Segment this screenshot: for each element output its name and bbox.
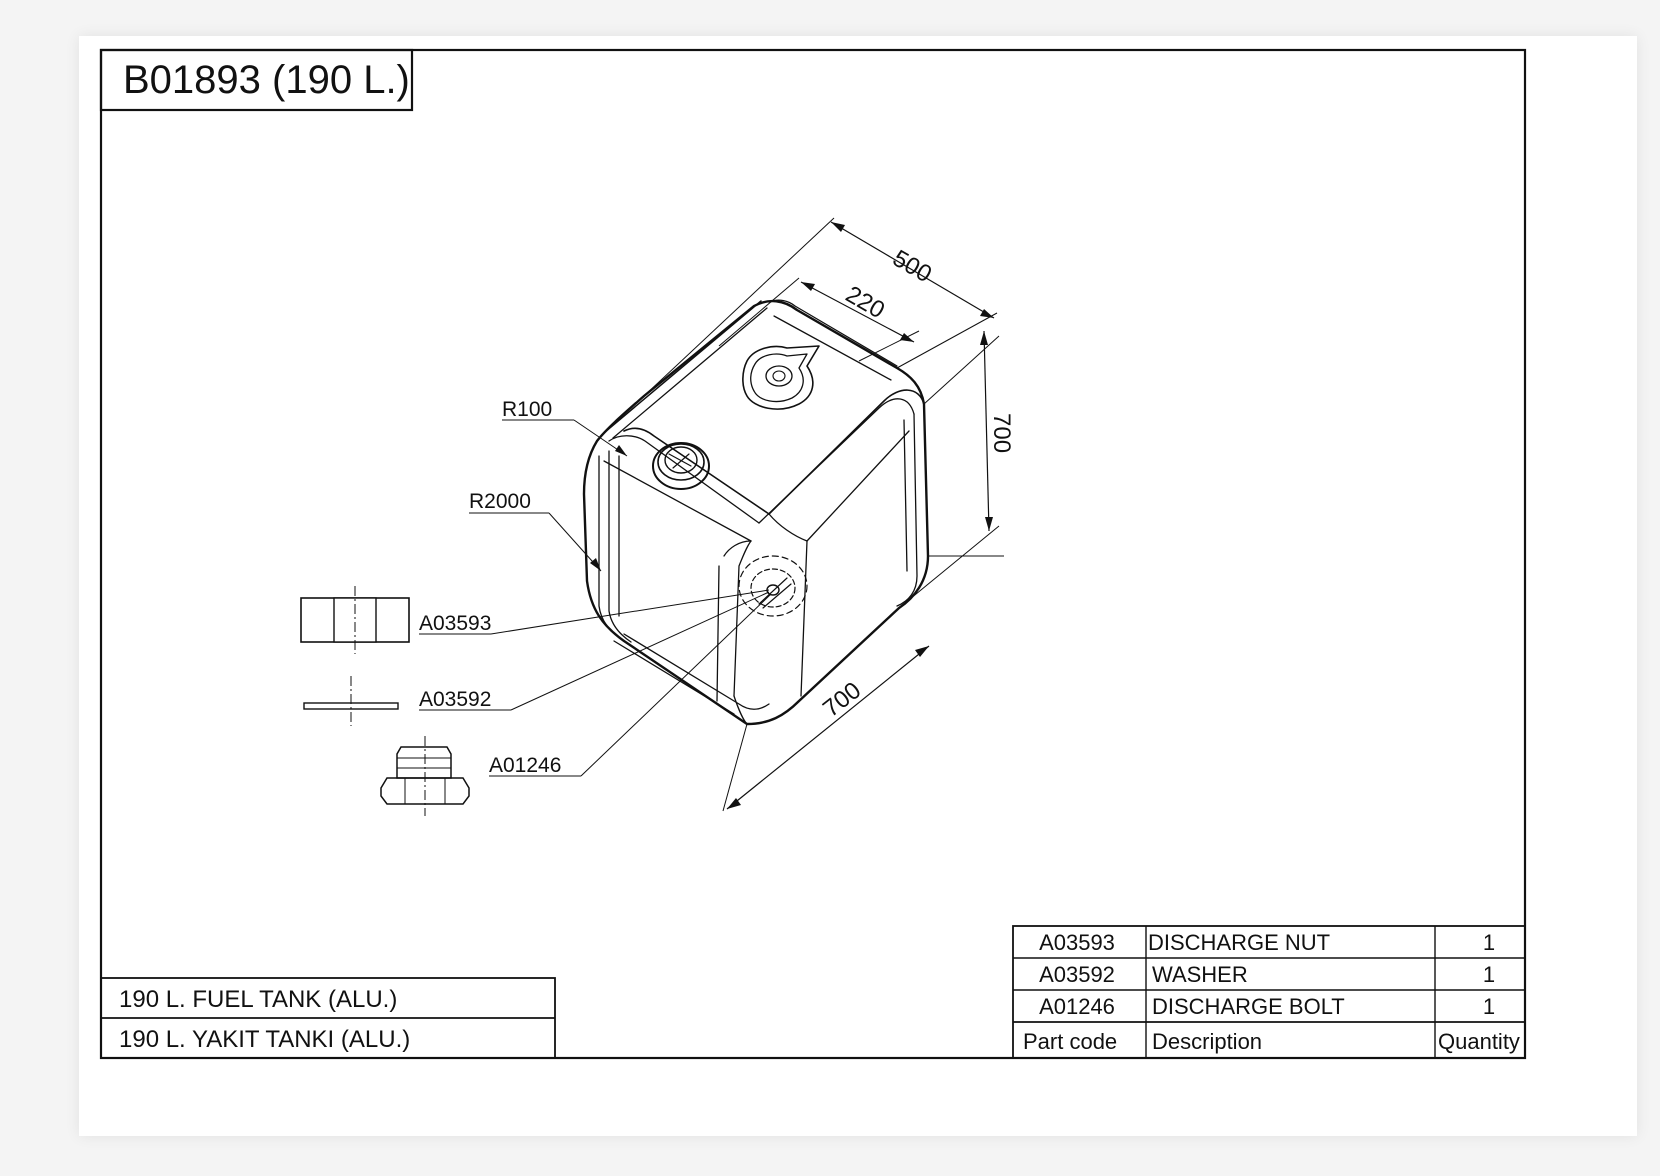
dim-width-500: 500 xyxy=(888,245,936,288)
discharge-bolt-icon xyxy=(380,736,470,816)
header-part-code: Part code xyxy=(1023,1029,1117,1054)
header-quantity: Quantity xyxy=(1438,1029,1520,1054)
table-row: A03593 DISCHARGE NUT 1 xyxy=(1039,930,1495,955)
dim-cap-offset-220: 220 xyxy=(841,281,889,324)
drawing-title: B01893 (190 L.) xyxy=(123,58,410,102)
table-row: A01246 DISCHARGE BOLT 1 xyxy=(1039,994,1495,1019)
drawing-frame xyxy=(99,48,1527,1060)
part-description-cell: WASHER xyxy=(1152,962,1248,987)
table-row: A03592 WASHER 1 xyxy=(1039,962,1495,987)
fuel-tank-view xyxy=(582,299,930,726)
title-line-turkish: 190 L. YAKIT TANKI (ALU.) xyxy=(119,1026,410,1053)
part-description-cell: DISCHARGE BOLT xyxy=(1152,994,1345,1019)
radius-r100-label: R100 xyxy=(502,398,552,421)
table-header-row: Part code Description Quantity xyxy=(1023,1029,1520,1054)
part-quantity-cell: 1 xyxy=(1483,962,1495,987)
discharge-nut-icon xyxy=(300,586,410,654)
title-box: B01893 (190 L.) xyxy=(99,48,414,112)
technical-drawing: B01893 (190 L.) xyxy=(99,48,1527,1060)
part-code-cell: A03593 xyxy=(1039,930,1115,955)
dimension-lines: 500 220 700 700 xyxy=(643,217,1015,812)
dim-depth-700: 700 xyxy=(818,677,866,723)
washer-icon xyxy=(303,676,399,726)
part-quantity-cell: 1 xyxy=(1483,930,1495,955)
tank-outline xyxy=(582,299,930,726)
part-code-cell: A03592 xyxy=(1039,962,1115,987)
drawing-sheet: B01893 (190 L.) xyxy=(79,36,1637,1136)
radius-callouts: R100 R2000 xyxy=(469,398,628,572)
logo-stamp-icon xyxy=(742,345,820,410)
title-block: 190 L. FUEL TANK (ALU.) 190 L. YAKIT TAN… xyxy=(100,977,556,1059)
callout-a01246: A01246 xyxy=(489,754,561,777)
drain-fitting-icon xyxy=(738,555,808,617)
header-description: Description xyxy=(1152,1029,1262,1054)
part-description-cell: DISCHARGE NUT xyxy=(1148,930,1330,955)
parts-list-table: A03593 DISCHARGE NUT 1 A03592 WASHER 1 A… xyxy=(1012,925,1526,1059)
exploded-parts: A03593 A03592 A01246 xyxy=(300,586,772,816)
callout-a03592: A03592 xyxy=(419,688,491,711)
part-quantity-cell: 1 xyxy=(1483,994,1495,1019)
filler-cap-icon xyxy=(652,442,710,490)
title-line-english: 190 L. FUEL TANK (ALU.) xyxy=(119,986,397,1013)
callout-a03593: A03593 xyxy=(419,612,491,635)
dim-height-700: 700 xyxy=(988,413,1015,453)
radius-r2000-label: R2000 xyxy=(469,490,531,513)
part-code-cell: A01246 xyxy=(1039,994,1115,1019)
